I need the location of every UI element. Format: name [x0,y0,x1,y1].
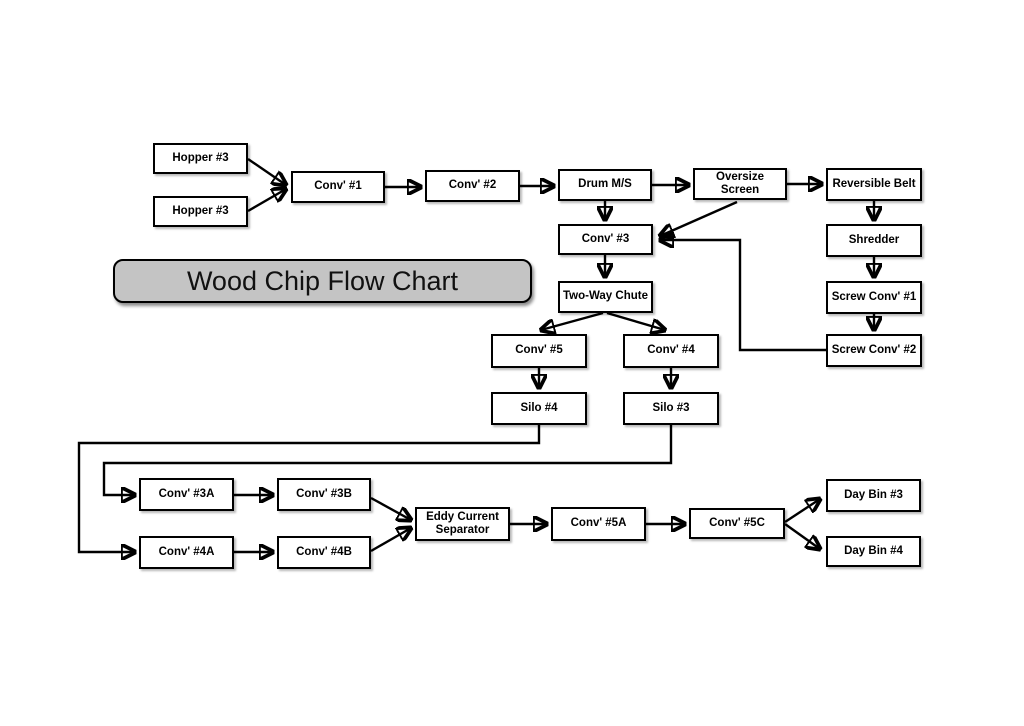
edge-conv5c-to-day-bin3 [784,499,820,524]
node-conv-5a: Conv' #5A [551,507,646,541]
node-conv-4: Conv' #4 [623,334,719,368]
node-shredder: Shredder [826,224,922,257]
node-conv-3: Conv' #3 [558,224,653,255]
node-conv-5c: Conv' #5C [689,508,785,539]
node-conv-3a: Conv' #3A [139,478,234,511]
node-drum-ms: Drum M/S [558,169,652,201]
node-conv-5: Conv' #5 [491,334,587,368]
node-screw-conv-2: Screw Conv' #2 [826,334,922,367]
edge-two-way-chute-to-conv4 [606,311,665,330]
edge-silo4-to-conv4a [77,425,541,552]
node-reversible-belt: Reversible Belt [826,168,922,201]
edge-hopper3-top-to-conv1 [247,158,286,185]
node-two-way-chute: Two-Way Chute [558,281,653,313]
node-conv-4b: Conv' #4B [277,536,371,569]
edge-silo3-to-conv3a [102,425,673,495]
edge-conv4b-to-eddy [370,528,411,553]
node-conv-2: Conv' #2 [425,170,520,202]
node-silo-4: Silo #4 [491,392,587,425]
edge-hopper3-bottom-to-conv1 [247,189,286,213]
edge-oversize-screen-to-conv3 [660,200,738,236]
node-conv-3b: Conv' #3B [277,478,371,511]
node-silo-3: Silo #3 [623,392,719,425]
edge-conv3b-to-eddy [370,496,411,520]
node-eddy-current-separator: Eddy Current Separator [415,507,510,541]
edge-two-way-chute-to-conv5 [541,311,604,330]
node-conv-1: Conv' #1 [291,171,385,203]
node-hopper-3-bottom: Hopper #3 [153,196,248,227]
node-hopper-3-top: Hopper #3 [153,143,248,174]
chart-title: Wood Chip Flow Chart [113,259,532,303]
node-oversize-screen: Oversize Screen [693,168,787,200]
edge-screw-conv2-to-conv3 [660,240,826,352]
node-screw-conv-1: Screw Conv' #1 [826,281,922,314]
node-day-bin-4: Day Bin #4 [826,536,921,567]
node-conv-4a: Conv' #4A [139,536,234,569]
edge-conv5c-to-day-bin4 [784,523,820,549]
node-day-bin-3: Day Bin #3 [826,479,921,512]
